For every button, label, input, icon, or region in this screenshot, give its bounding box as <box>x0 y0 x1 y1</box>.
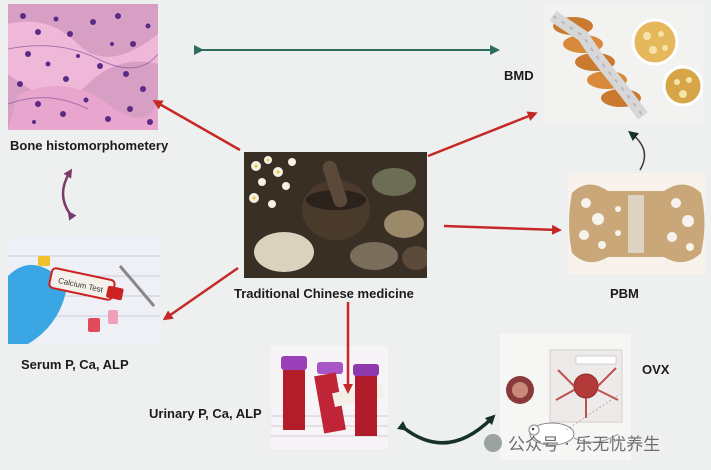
label-serum: Serum P, Ca, ALP <box>21 357 129 372</box>
arrow-urinary-ovx <box>396 414 496 445</box>
serum-test-image: Calcium Test <box>8 236 160 344</box>
bone-histology-image <box>8 4 158 130</box>
bmd-spine-image <box>543 6 703 122</box>
tcm-herbs-image <box>244 152 427 278</box>
watermark: 公众号 · 乐无忧养生 <box>484 430 660 455</box>
label-tcm: Traditional Chinese medicine <box>234 286 414 301</box>
arrow-tcm-pbm <box>443 224 562 235</box>
label-urinary: Urinary P, Ca, ALP <box>149 406 262 421</box>
label-pbm: PBM <box>610 286 639 301</box>
arrow-serum-histo <box>61 168 77 221</box>
urinary-test-image <box>271 346 388 449</box>
label-bmd: BMD <box>504 68 534 83</box>
arrow-tcm-serum <box>162 266 239 321</box>
label-bone-histomorphometry: Bone histomorphometery <box>10 138 169 153</box>
label-ovx: OVX <box>642 362 670 377</box>
arrow-tcm-histo <box>152 100 241 152</box>
watermark-text: 公众号 · 乐无忧养生 <box>508 435 661 455</box>
arrow-pbm-bmd <box>628 130 646 171</box>
ovx-model-image <box>500 334 631 460</box>
wechat-icon <box>484 433 502 452</box>
pbm-bone-image <box>568 173 705 274</box>
arrow-tcm-bmd <box>427 111 538 158</box>
